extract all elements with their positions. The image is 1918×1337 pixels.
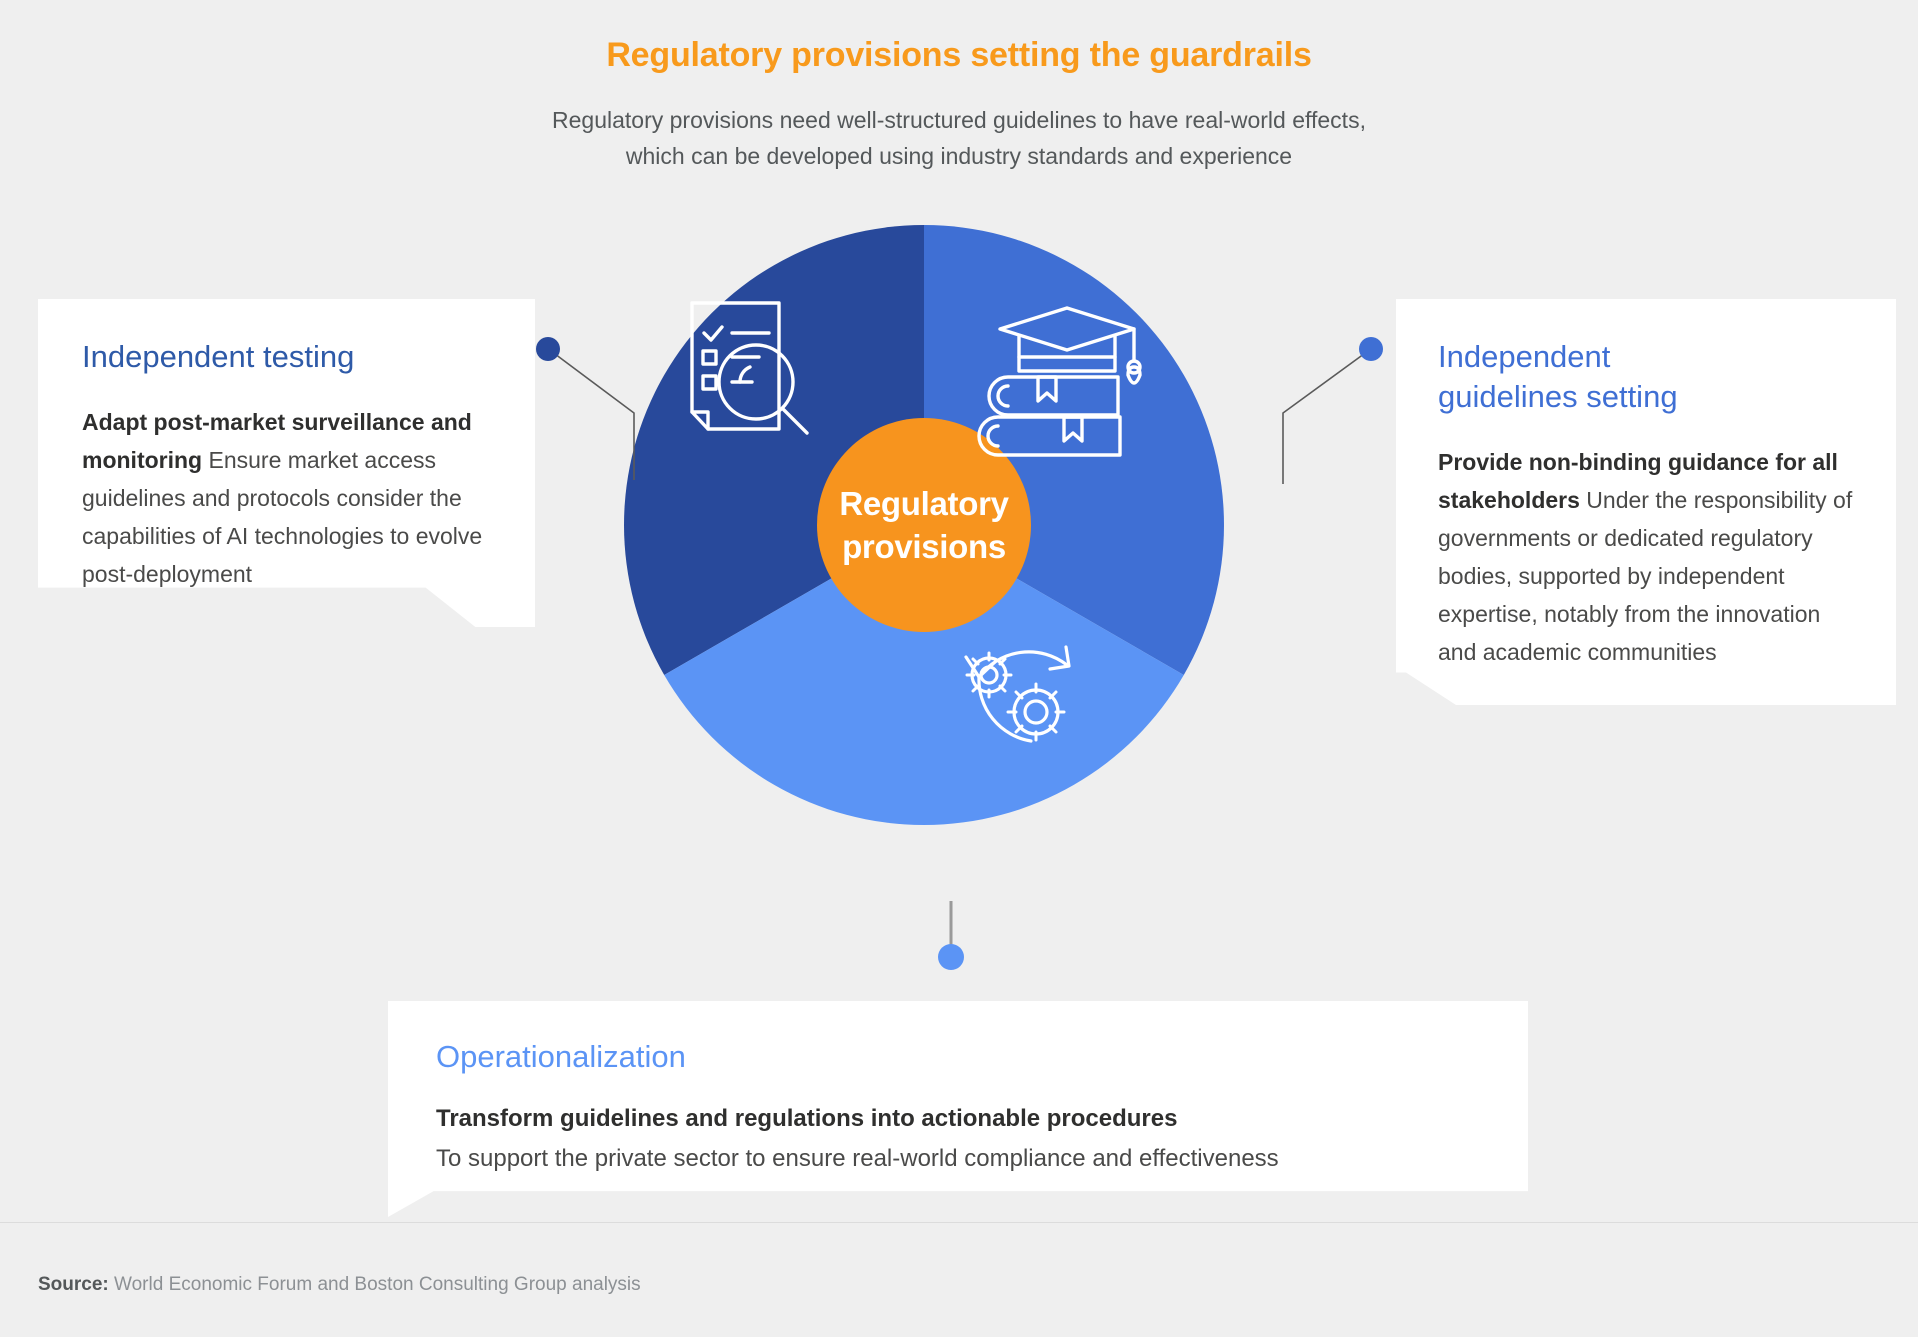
footer-divider [0, 1222, 1918, 1223]
graduation-cap-books-icon [977, 306, 1142, 457]
card-rest-text: To support the private sector to ensure … [436, 1145, 1279, 1172]
callout-card-independent-guidelines-setting[interactable]: Independent guidelines setting Provide n… [1396, 299, 1896, 705]
card-title-line-1: Independent testing [82, 339, 355, 374]
pie-segment-operationalization[interactable] [664, 525, 1184, 825]
card-title-independent-guidelines-setting: Independent guidelines setting [1438, 337, 1856, 417]
card-title-line-1: Independent [1438, 339, 1611, 374]
connector-dot-bottom [938, 944, 964, 970]
card-rest-text: Ensure market access guidelines and prot… [82, 447, 483, 587]
subtitle-line-2: which can be developed using industry st… [625, 143, 1293, 169]
card-body-independent-guidelines-setting: Provide non-binding guidance for all sta… [1438, 443, 1856, 671]
card-lead-text: Adapt post-market surveillance and monit… [82, 409, 472, 473]
source-label: Source: [38, 1274, 109, 1295]
gears-cycle-icon [964, 645, 1071, 743]
connector-dot-left [536, 337, 560, 361]
card-title-line-1: Operationalization [436, 1039, 686, 1074]
card-body-operationalization: Transform guidelines and regulations int… [436, 1099, 1480, 1179]
card-title-operationalization: Operationalization [436, 1037, 1480, 1077]
source-text: World Economic Forum and Boston Consulti… [108, 1274, 641, 1295]
subtitle-line-1: Regulatory provisions need well-structur… [552, 107, 1366, 133]
card-rest-text: Under the responsibility of governments … [1438, 487, 1853, 665]
document-checklist-magnifier-icon [690, 301, 809, 435]
card-title-independent-testing: Independent testing [82, 337, 491, 377]
card-title-line-2: guidelines setting [1438, 379, 1678, 414]
connector-dot-right [1359, 337, 1383, 361]
page-subtitle: Regulatory provisions need well-structur… [0, 102, 1918, 174]
connector-line-right [1282, 350, 1369, 484]
card-body-independent-testing: Adapt post-market surveillance and monit… [82, 403, 491, 593]
page-title: Regulatory provisions setting the guardr… [606, 36, 1312, 74]
callout-card-operationalization[interactable]: Operationalization Transform guidelines … [388, 1001, 1528, 1217]
card-lead-text: Transform guidelines and regulations int… [436, 1105, 1178, 1132]
pie-chart [604, 205, 1244, 845]
card-lead-text: Provide non-binding guidance for all sta… [1438, 449, 1838, 513]
pie-center-hole [817, 418, 1031, 632]
callout-card-independent-testing[interactable]: Independent testing Adapt post-market su… [38, 299, 535, 627]
source-note: Source: World Economic Forum and Boston … [38, 1274, 641, 1296]
